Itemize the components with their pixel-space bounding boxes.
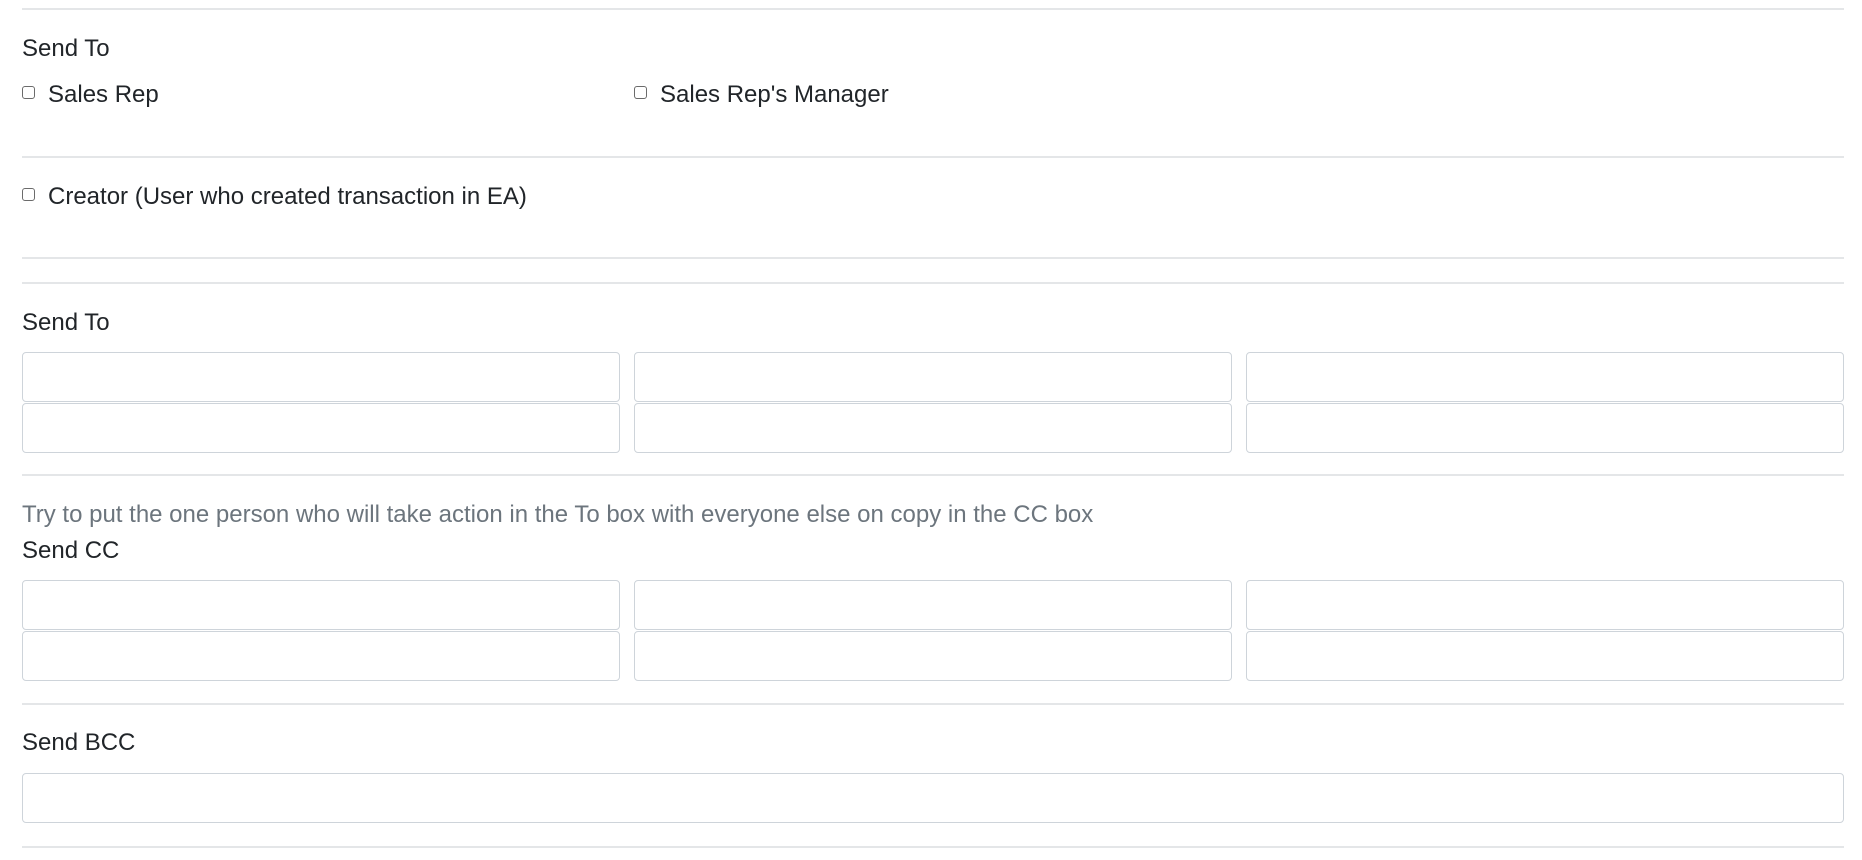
divider <box>22 156 1844 158</box>
send-cc-input-3[interactable] <box>1246 580 1844 630</box>
cc-help-text: Try to put the one person who will take … <box>22 501 1094 528</box>
checkbox-icon[interactable] <box>22 188 35 201</box>
checkbox-icon[interactable] <box>634 86 647 99</box>
sales-rep-manager-checkbox-label: Sales Rep's Manager <box>660 81 889 108</box>
send-cc-input-4[interactable] <box>22 631 620 681</box>
divider <box>22 703 1844 705</box>
send-to-input-3[interactable] <box>1246 352 1844 402</box>
send-cc-input-5[interactable] <box>634 631 1232 681</box>
send-to-input-2[interactable] <box>634 352 1232 402</box>
creator-checkbox[interactable]: Creator (User who created transaction in… <box>22 182 527 212</box>
send-to-label: Send To <box>22 309 110 336</box>
send-to-input-4[interactable] <box>22 403 620 453</box>
sales-rep-checkbox-label: Sales Rep <box>48 81 159 108</box>
send-bcc-label: Send BCC <box>22 729 136 756</box>
send-bcc-input[interactable] <box>22 773 1844 823</box>
divider <box>22 282 1844 284</box>
send-cc-input-2[interactable] <box>634 580 1232 630</box>
send-to-input-1[interactable] <box>22 352 620 402</box>
divider <box>22 8 1844 10</box>
send-cc-label: Send CC <box>22 537 120 564</box>
divider <box>22 257 1844 259</box>
send-to-input-6[interactable] <box>1246 403 1844 453</box>
send-to-roles-label: Send To <box>22 35 110 62</box>
send-to-input-5[interactable] <box>634 403 1232 453</box>
creator-checkbox-label: Creator (User who created transaction in… <box>48 183 527 210</box>
sales-rep-manager-checkbox[interactable]: Sales Rep's Manager <box>634 80 889 110</box>
divider <box>22 474 1844 476</box>
send-cc-input-1[interactable] <box>22 580 620 630</box>
send-cc-input-6[interactable] <box>1246 631 1844 681</box>
checkbox-icon[interactable] <box>22 86 35 99</box>
divider <box>22 846 1844 848</box>
sales-rep-checkbox[interactable]: Sales Rep <box>22 80 159 110</box>
